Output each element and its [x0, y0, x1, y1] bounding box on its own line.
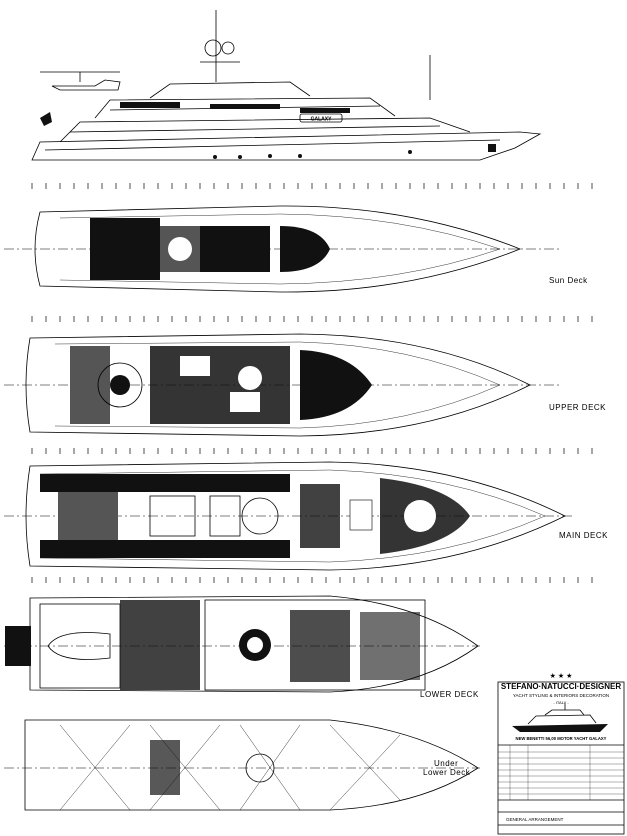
lower-deck-plan: LOWER DECK: [4, 595, 480, 699]
hull-name: GALAXY: [311, 117, 333, 123]
lower-deck-label: LOWER DECK: [420, 690, 479, 699]
designer-tagline: YACHT STYLING & INTERIORS DECORATION: [513, 693, 609, 698]
title-block: ★ ★ ★ STEFANO·NATUCCI·DESIGNER YACHT STY…: [497, 672, 625, 835]
revision-table: [498, 745, 624, 800]
upper-deck-plan: UPPER DECK: [4, 333, 606, 437]
under-lower-deck-label-2: Lower Deck: [423, 768, 471, 777]
under-lower-deck-plan: Under Lower Deck: [4, 719, 480, 811]
frame-tick-rulers: [31, 183, 593, 583]
main-deck-label: MAIN DECK: [559, 531, 608, 540]
helicopter-icon: [40, 71, 121, 91]
designer-name: STEFANO·NATUCCI·DESIGNER: [501, 682, 622, 691]
main-deck-plan: MAIN DECK: [4, 461, 608, 571]
designer-country: - ITALY -: [553, 700, 569, 705]
sun-deck-plan: Sun Deck: [4, 205, 588, 293]
profile-view: GALAXY: [31, 10, 542, 161]
title-stars: ★ ★ ★: [550, 672, 573, 680]
drawing-title: GENERAL ARRANGEMENT: [506, 817, 564, 822]
project-name: NEW BENETTI 56,00 MOTOR YACHT GALAXY: [516, 736, 607, 741]
upper-deck-label: UPPER DECK: [549, 403, 606, 412]
sun-deck-label: Sun Deck: [549, 276, 588, 285]
under-lower-deck-label-1: Under: [434, 759, 458, 768]
